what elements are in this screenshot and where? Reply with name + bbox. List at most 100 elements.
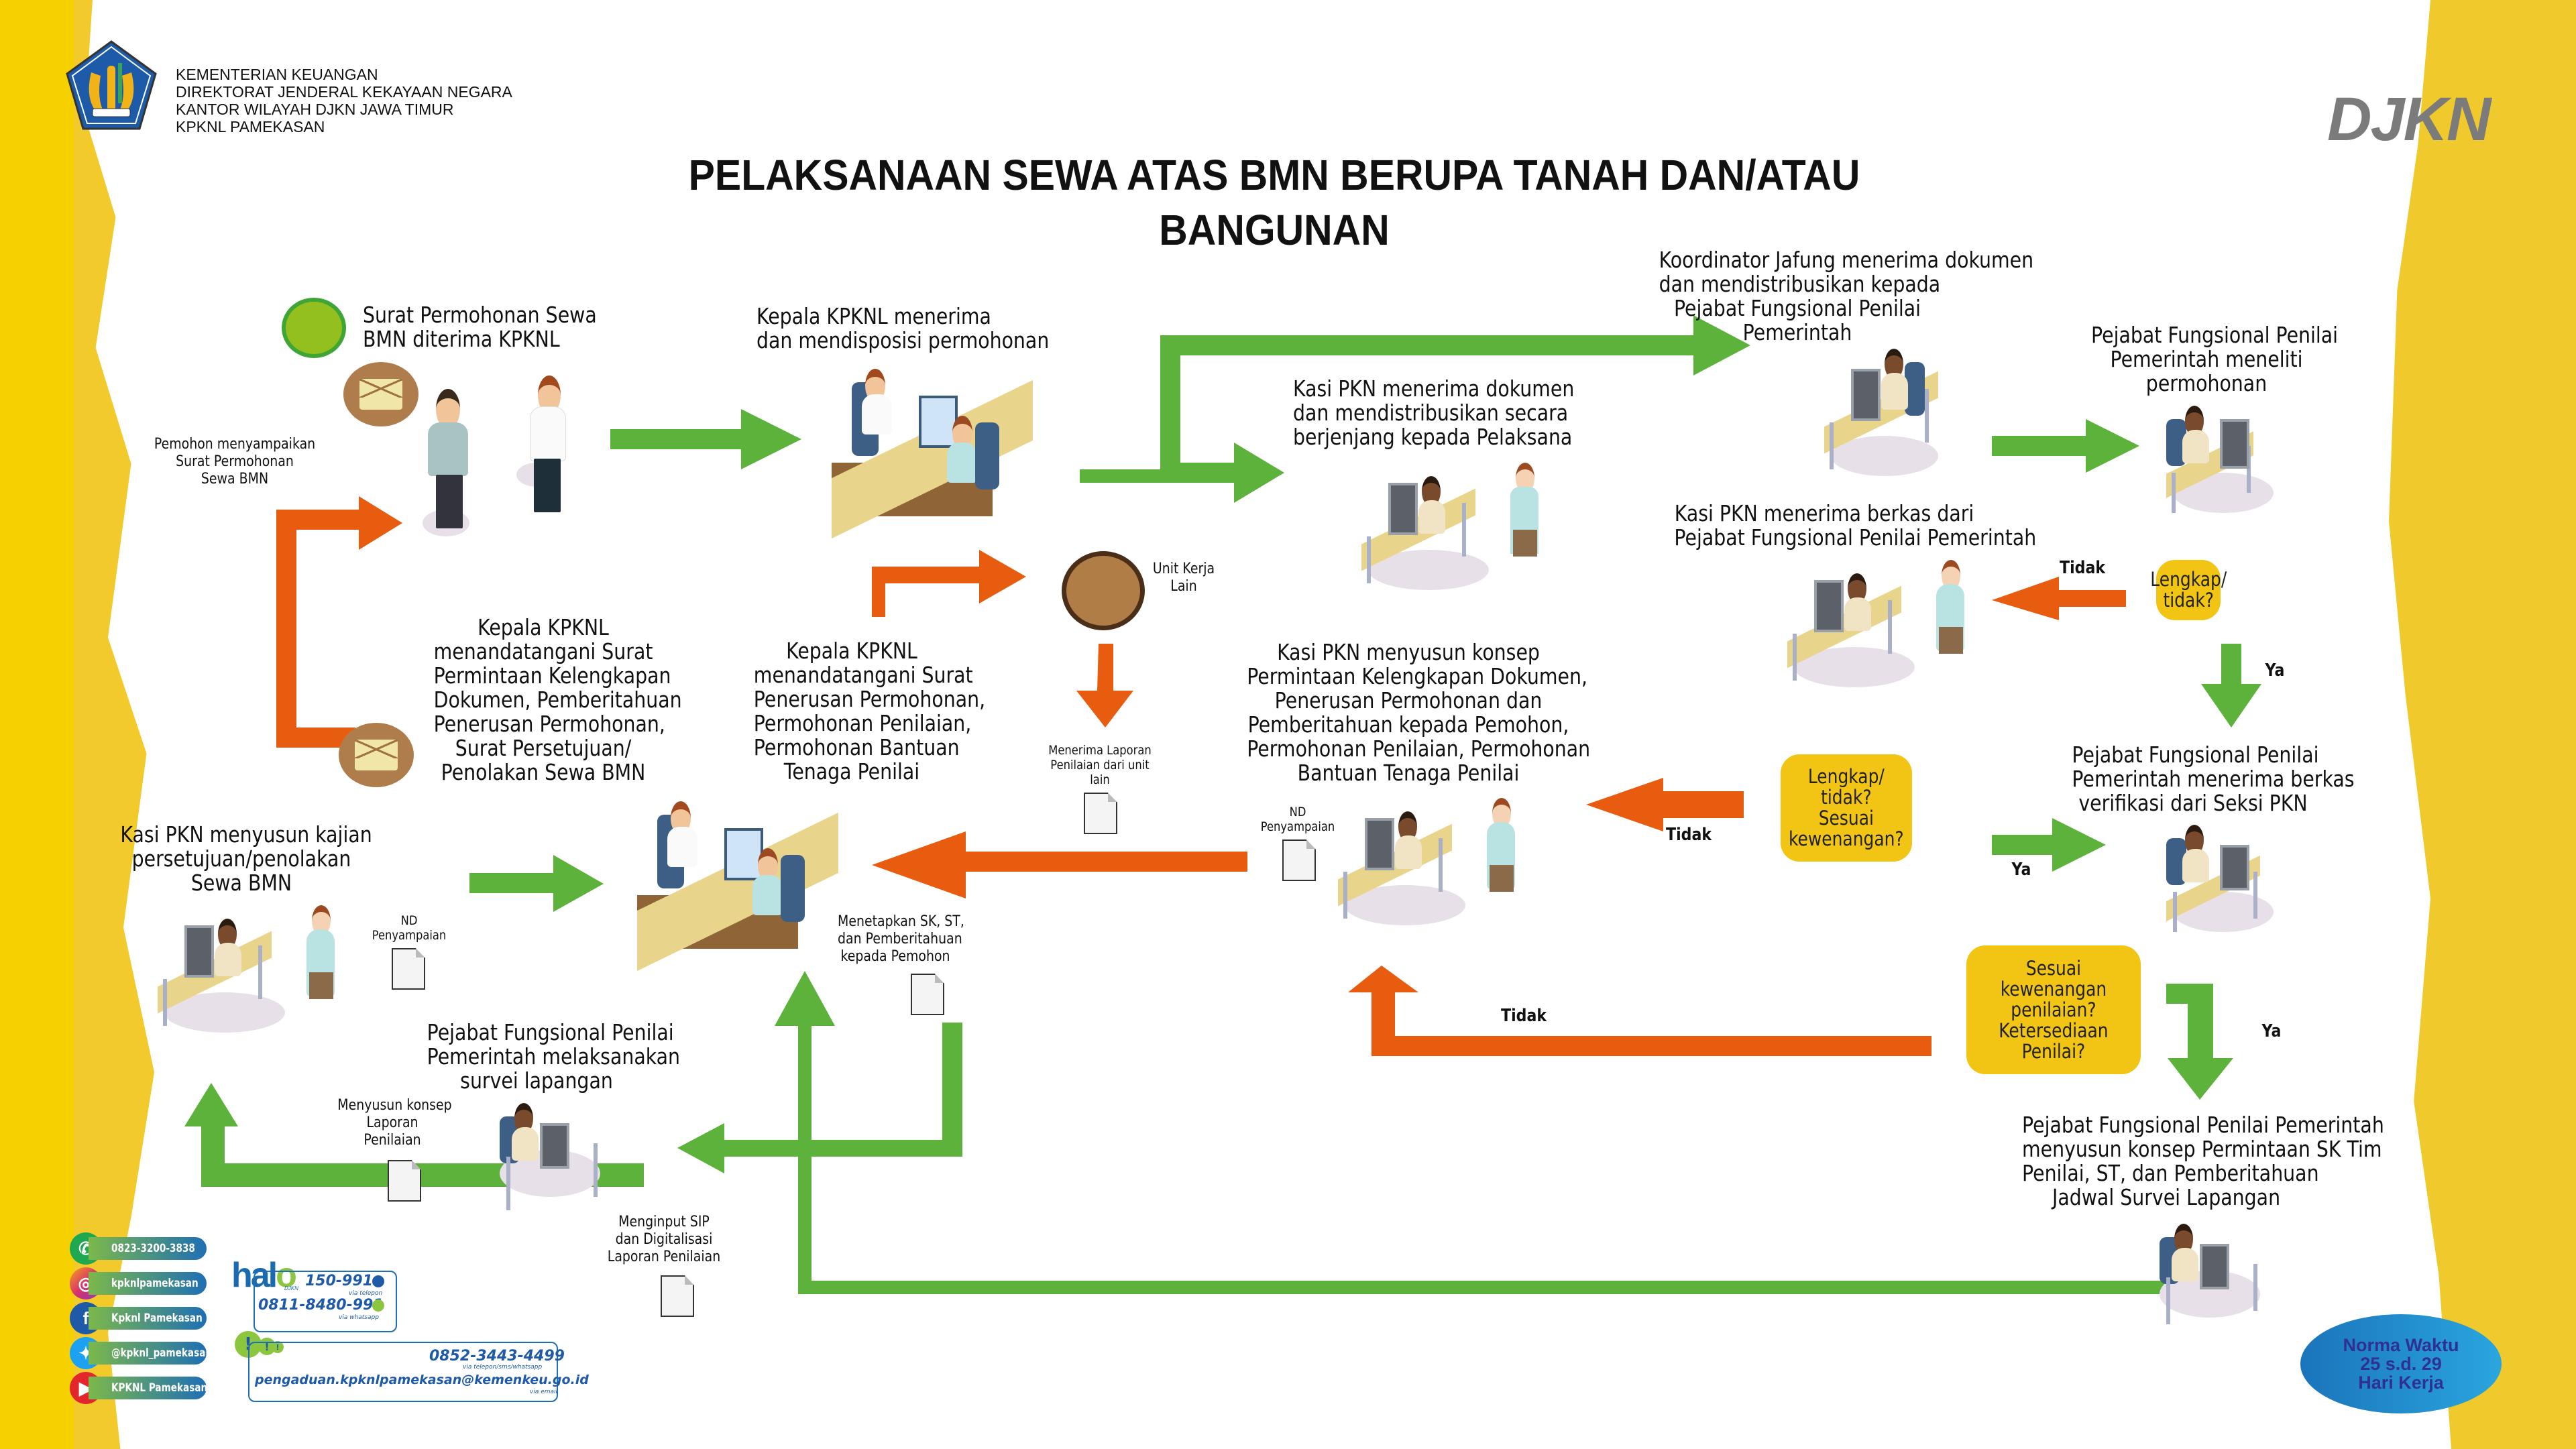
label-line: Pejabat Fungsional Penilai — [427, 1019, 674, 1045]
arrow-green — [610, 409, 801, 469]
label-line: Surat Permohonan — [176, 453, 294, 470]
social-twitter[interactable]: @kpknl_pamekasan — [89, 1342, 212, 1365]
step-kepala-sign-2-label: Kepala KPKNL menandatangani Surat Peneru… — [753, 638, 986, 785]
label-line: Surat Permohonan Sewa — [363, 302, 597, 328]
label-line: Kepala KPKNL — [786, 638, 917, 664]
label-line: Sewa BMN — [201, 471, 269, 487]
complaint-icon: ! — [272, 1341, 284, 1353]
label-line: Ketersediaan — [1999, 1019, 2109, 1042]
label-line: Permintaan Kelengkapan Dokumen, — [1247, 663, 1588, 689]
decision-no-label: Tidak — [2060, 558, 2106, 578]
arrow-orange — [872, 550, 1026, 617]
label-line: verifikasi dari Seksi PKN — [2078, 790, 2308, 816]
page-title: PELAKSANAAN SEWA ATAS BMN BERUPA TANAH D… — [534, 148, 2015, 257]
djkn-logo: DJKN — [2327, 85, 2491, 154]
label-line: menandatangani Surat — [753, 662, 973, 688]
label-line: Sesuai — [2025, 956, 2082, 980]
complaint-phone-via: via telepon/sms/whatsapp — [463, 1364, 543, 1371]
label-line: menandatangani Surat — [433, 638, 653, 664]
step-pfpp-receive-verif-label: Pejabat Fungsional Penilai Pemerintah me… — [2072, 743, 2355, 816]
label-line: Pemerintah melaksanakan — [427, 1043, 681, 1069]
complaint-email[interactable]: pengaduan.kpknlpamekasan@kemenkeu.go.id — [255, 1373, 589, 1387]
halo-phone-via: via telepon — [349, 1290, 383, 1297]
nd-penyampaian-label: ND Penyampaian — [363, 913, 455, 943]
arrow-orange — [1992, 577, 2126, 620]
label-line: Penyampaian — [372, 928, 447, 943]
label-line: Pejabat Fungsional Penilai — [1673, 295, 1921, 321]
label-line: Penerusan Permohonan, — [433, 711, 665, 737]
label-line: Sesuai — [1818, 807, 1874, 829]
label-line: Kepala KPKNL menerima — [757, 303, 991, 329]
label-line: Kepala KPKNL — [478, 614, 609, 640]
label-line: Pemerintah meneliti — [2110, 346, 2303, 372]
label-line: Penilaian dari unit — [1050, 758, 1150, 772]
org-line: KPKNL PAMEKASAN — [176, 118, 325, 135]
decision-no-label: Tidak — [1501, 1006, 1547, 1026]
label-line: survei lapangan — [460, 1067, 613, 1094]
label-line: Pemerintah — [1742, 319, 1852, 345]
step-kepala-receive-label: Kepala KPKNL menerima dan mendisposisi p… — [757, 303, 1050, 353]
arrow-green — [677, 1023, 962, 1173]
menyusun-laporan-label: Menyusun konsep Laporan Penilaian — [337, 1097, 451, 1149]
label-line: Kasi PKN menerima berkas dari — [1674, 500, 1974, 526]
social-instagram[interactable]: kpknlpamekasan — [89, 1272, 207, 1295]
title-line-1: PELAKSANAAN SEWA ATAS BMN BERUPA TANAH D… — [688, 151, 1860, 199]
label-line: dan mendisposisi permohonan — [757, 327, 1050, 353]
label-line: BMN diterima KPKNL — [363, 326, 560, 352]
document-icon — [392, 948, 425, 990]
label-line: Lain — [1170, 578, 1197, 595]
social-whatsapp[interactable]: 0823-3200-3838 — [89, 1237, 207, 1260]
label-line: Permohonan Penilaian, — [753, 710, 972, 736]
step-kepala-sign-1-label: Kepala KPKNL menandatangani Surat Permin… — [433, 614, 682, 785]
label-line: Kasi PKN menerima dokumen — [1293, 375, 1575, 402]
label-line: Pemohon menyampaikan — [154, 436, 316, 453]
label-line: Penilai? — [2021, 1039, 2086, 1063]
halo-whatsapp[interactable]: 0811-8480-991 — [258, 1297, 384, 1314]
halo-phone[interactable]: 150-991 — [305, 1273, 373, 1289]
halo-contact-box — [254, 1271, 397, 1332]
label-line: Bantuan Tenaga Penilai — [1297, 760, 1520, 786]
label-line: Dokumen, Pemberitahuan — [433, 687, 682, 713]
label-line: ND — [400, 913, 418, 928]
label-line: Tenaga Penilai — [783, 758, 920, 785]
label-line: Lengkap/ — [2150, 568, 2227, 591]
step-kasi-distribute-label: Kasi PKN menerima dokumen dan mendistrib… — [1293, 375, 1575, 449]
label-line: ND — [1289, 805, 1306, 819]
social-label: Kpknl Pamekasan — [111, 1312, 203, 1325]
document-icon — [1084, 793, 1117, 834]
label-line: Permohonan Bantuan — [753, 734, 960, 760]
label-line: Pejabat Fungsional Penilai — [2091, 322, 2339, 348]
label-line: Penerusan Permohonan, — [753, 686, 986, 712]
label-line: Pejabat Fungsional Penilai Pemerintah — [2022, 1112, 2384, 1138]
norma-line: Hari Kerja — [2358, 1373, 2444, 1393]
label-line: tidak? — [1821, 786, 1872, 809]
halo-whatsapp-via: via whatsapp — [339, 1314, 379, 1321]
decision-lengkap-kewenangan: Lengkap/ tidak? Sesuai kewenangan? — [1781, 754, 1912, 862]
arrow-green — [469, 855, 604, 912]
social-facebook[interactable]: Kpknl Pamekasan — [89, 1307, 207, 1330]
document-icon — [388, 1160, 421, 1202]
complaint-email-via: via email — [530, 1389, 558, 1395]
title-line-2: BANGUNAN — [1159, 206, 1390, 254]
halo-sub-label: DJKN — [284, 1285, 298, 1291]
norma-line: Norma Waktu — [2343, 1335, 2459, 1355]
arrow-green — [1080, 315, 1750, 503]
social-youtube[interactable]: KPKNL Pamekasan — [89, 1377, 207, 1399]
label-line: Pemerintah menerima berkas — [2072, 766, 2355, 792]
decision-kewenangan-penilai: Sesuai kewenangan penilaian? Ketersediaa… — [1966, 945, 2141, 1074]
label-line: Laporan Penilaian — [607, 1249, 721, 1265]
document-icon — [911, 974, 944, 1015]
label-line: Unit Kerja — [1152, 561, 1215, 577]
step-pfpp-review-label: Pejabat Fungsional Penilai Pemerintah me… — [2091, 322, 2339, 396]
step-start-label: Surat Permohonan Sewa BMN diterima KPKNL — [363, 302, 597, 352]
menginput-sip-label: Menginput SIP dan Digitalisasi Laporan P… — [606, 1214, 722, 1266]
label-line: Pejabat Fungsional Penilai Pemerintah — [1674, 524, 2037, 550]
label-line: dan mendistribusikan secara — [1293, 400, 1569, 426]
decision-yes-label: Ya — [2011, 860, 2031, 880]
label-line: Laporan — [366, 1114, 418, 1131]
complaint-phone[interactable]: 0852-3443-4499 — [429, 1348, 565, 1365]
kemenkeu-emblem-icon — [66, 40, 157, 130]
phone-icon — [372, 1275, 384, 1287]
document-icon — [1282, 839, 1316, 881]
